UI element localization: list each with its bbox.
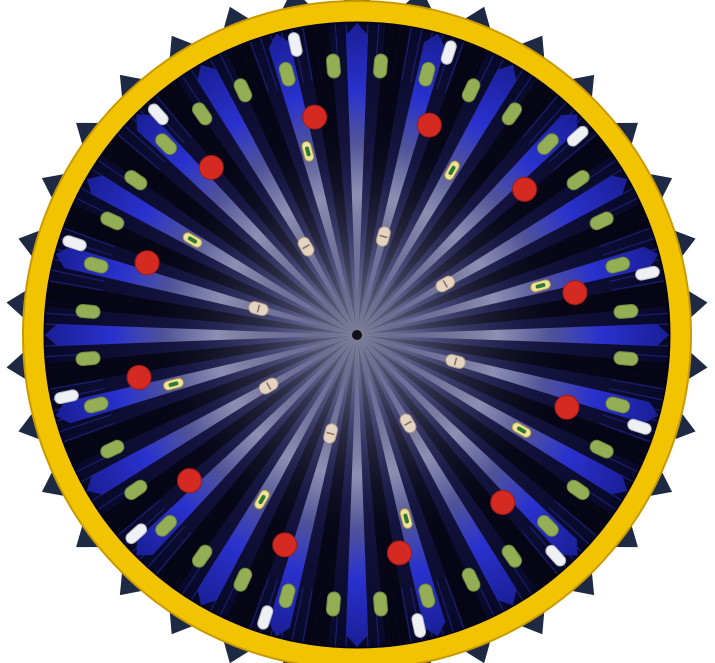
green-pill-shape (76, 304, 101, 319)
green-pill (613, 351, 638, 366)
green-pill (373, 591, 388, 616)
center-point (352, 330, 362, 340)
red-dot (563, 281, 587, 305)
red-dot (387, 541, 411, 565)
red-dot (127, 365, 151, 389)
red-dot (303, 105, 327, 129)
green-pill-shape (373, 591, 388, 616)
green-pill-shape (613, 351, 638, 366)
green-pill (326, 591, 341, 616)
green-pill-shape (326, 54, 341, 79)
red-dot (555, 395, 579, 419)
green-pill-shape (613, 304, 638, 319)
green-pill (76, 304, 101, 319)
green-pill (76, 351, 101, 366)
red-dot (199, 155, 223, 179)
red-dot (417, 113, 441, 137)
green-pill (326, 54, 341, 79)
red-dot (177, 469, 201, 493)
green-pill-shape (373, 54, 388, 79)
green-pill (373, 54, 388, 79)
green-pill (613, 304, 638, 319)
red-dot (135, 251, 159, 275)
green-pill-shape (326, 591, 341, 616)
green-pill-shape (76, 351, 101, 366)
red-dot (273, 533, 297, 557)
red-dot (513, 177, 537, 201)
red-dot (491, 491, 515, 515)
